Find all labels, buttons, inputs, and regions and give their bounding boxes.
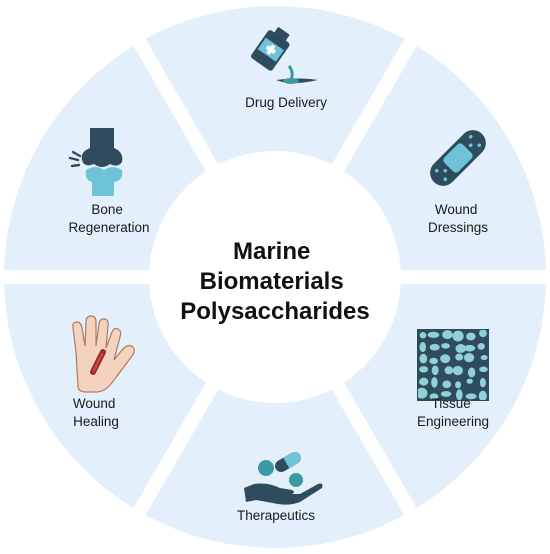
scaffold-pore bbox=[419, 353, 428, 364]
scaffold-pore bbox=[479, 366, 488, 373]
scaffold-pore bbox=[465, 393, 477, 400]
scaffold-pore bbox=[479, 330, 487, 338]
segment-bone-regeneration: Bone Regeneration bbox=[68, 128, 150, 235]
scaffold-pore bbox=[427, 331, 440, 338]
segment-wound-dressings: Wound Dressings bbox=[428, 130, 488, 235]
scaffold-pore bbox=[419, 332, 427, 339]
segment-tissue-engineering: Tissue Engineering bbox=[417, 329, 489, 429]
scaffold-pore bbox=[480, 355, 488, 361]
scaffold-pore bbox=[466, 332, 476, 341]
segment-drug-delivery: Drug Delivery bbox=[245, 27, 327, 110]
tissue-scaffold-icon bbox=[417, 329, 489, 401]
center-title-line-1: Marine bbox=[233, 238, 310, 265]
ring-segment-wound-healing bbox=[4, 283, 207, 509]
scaffold-pore bbox=[463, 344, 476, 352]
scaffold-pore bbox=[429, 343, 440, 351]
scaffold-pore bbox=[444, 366, 454, 375]
injured-hand-icon bbox=[72, 315, 135, 393]
scaffold-pore bbox=[418, 387, 428, 399]
label-drug-delivery: Drug Delivery bbox=[245, 95, 327, 110]
segment-wound-healing: Wound Healing bbox=[72, 315, 135, 429]
scaffold-pore bbox=[478, 390, 487, 400]
scaffold-pore bbox=[455, 381, 462, 389]
scaffold-pore bbox=[440, 354, 451, 364]
center-title-line-2: Biomaterials bbox=[200, 268, 344, 295]
scaffold-pore bbox=[429, 357, 439, 365]
scaffold-pore bbox=[431, 365, 439, 376]
scaffold-pore bbox=[440, 391, 452, 397]
scaffold-pore bbox=[442, 330, 453, 340]
scaffold-pore bbox=[455, 344, 466, 353]
medicine-bottle-icon bbox=[251, 27, 318, 84]
bandage-icon bbox=[430, 130, 486, 186]
label-wound-dressings: Wound Dressings bbox=[428, 202, 488, 235]
ring-segment-therapeutics bbox=[145, 389, 405, 548]
scaffold-pore bbox=[441, 343, 450, 349]
scaffold-pore bbox=[429, 393, 439, 400]
scaffold-pore bbox=[419, 366, 429, 373]
scaffold-pore bbox=[452, 330, 464, 342]
center-title: Marine Biomaterials Polysaccharides bbox=[180, 238, 369, 325]
scaffold-pore bbox=[452, 365, 463, 376]
scaffold-pore bbox=[467, 367, 476, 378]
label-bone-regeneration: Bone Regeneration bbox=[68, 202, 149, 235]
segment-therapeutics: Therapeutics bbox=[237, 452, 323, 523]
scaffold-pore bbox=[431, 377, 438, 388]
scaffold-pore bbox=[419, 341, 427, 353]
scaffold-pore bbox=[455, 353, 464, 361]
scaffold-pore bbox=[463, 353, 475, 363]
pills-hand-icon bbox=[244, 452, 323, 505]
scaffold-pore bbox=[477, 343, 485, 350]
center-disk bbox=[150, 152, 400, 402]
ring-segment-drug-delivery bbox=[145, 6, 405, 165]
label-wound-healing: Wound Healing bbox=[73, 396, 119, 429]
scaffold-pore bbox=[442, 380, 452, 389]
knee-joint-icon bbox=[68, 128, 123, 196]
scaffold-pore bbox=[419, 377, 429, 386]
center-title-line-3: Polysaccharides bbox=[180, 298, 369, 325]
scaffold-pore bbox=[466, 378, 473, 384]
label-therapeutics: Therapeutics bbox=[237, 508, 315, 523]
scaffold-pore bbox=[479, 377, 486, 388]
label-tissue-engineering: Tissue Engineering bbox=[417, 396, 489, 429]
scaffold-pore bbox=[456, 389, 463, 400]
